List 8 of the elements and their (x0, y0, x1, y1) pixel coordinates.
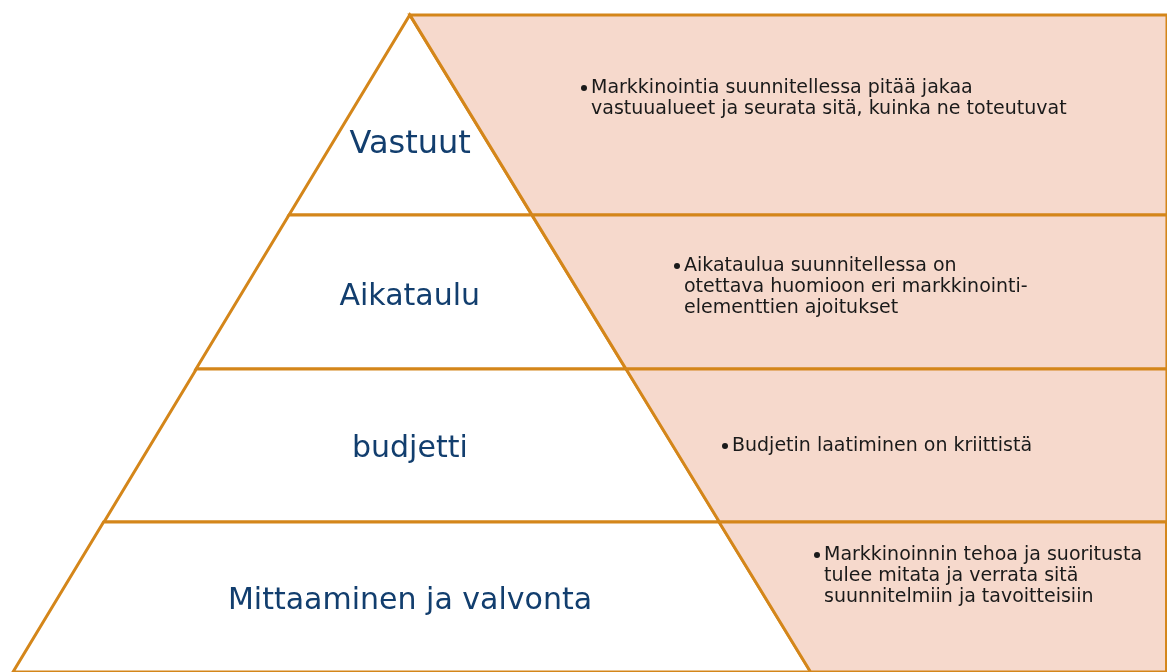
description-text: Budjetin laatiminen on kriittistä (732, 433, 1033, 455)
level-label: Vastuut (349, 123, 471, 161)
description-text: Markkinointia suunnitellessa pitää jakaa vastuualueet ja seurata sitä, kuinka ne toteutuvat (591, 75, 1067, 118)
description-text: Aikataulua suunnitellessa on otettava huomioon eri markkinointi-elementtien ajoitukset (684, 253, 1028, 317)
description-text: Markkinoinnin tehoa ja suoritusta tulee mitata ja verrata sitä suunnitelmiin ja tavoitteisiin (824, 542, 1143, 606)
level-label: Aikataulu (339, 276, 481, 312)
level-label: budjetti (352, 428, 468, 464)
level-label: Mittaaminen ja valvonta (228, 580, 593, 616)
